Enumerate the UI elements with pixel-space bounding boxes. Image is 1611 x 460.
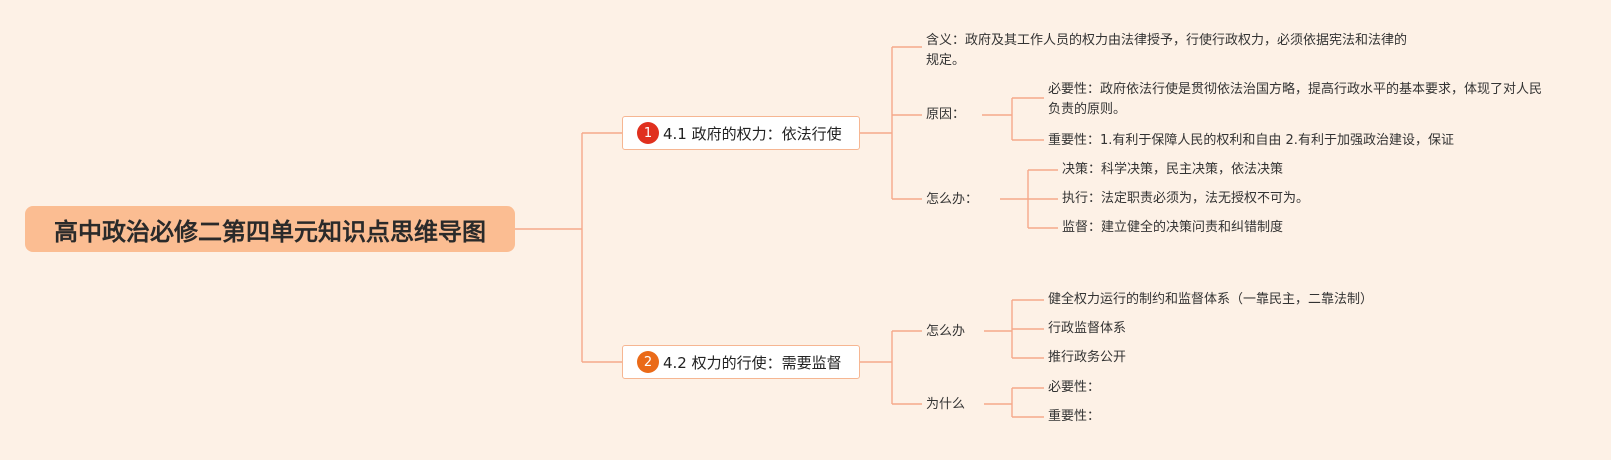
branch-4-2[interactable]: 2 4.2 权力的行使：需要监督 <box>622 345 860 379</box>
how-1-item-supervision[interactable]: 监督：建立健全的决策问责和纠错制度 <box>1062 220 1284 235</box>
priority-1-icon: 1 <box>637 122 659 144</box>
branch-4-1[interactable]: 1 4.1 政府的权力：依法行使 <box>622 116 860 150</box>
reason-importance[interactable]: 重要性：1.有利于保障人民的权利和自由 2.有利于加强政治建设，保证 <box>1048 133 1454 148</box>
priority-2-icon: 2 <box>637 351 659 373</box>
how-node-1[interactable]: 怎么办： <box>926 192 979 207</box>
why-item-necessity[interactable]: 必要性： <box>1048 380 1101 395</box>
reason-necessity[interactable]: 必要性：政府依法行使是贯彻依法治国方略，提高行政水平的基本要求，体现了对人民负责… <box>1048 82 1543 117</box>
reason-node[interactable]: 原因： <box>926 107 966 122</box>
branch-4-2-label: 4.2 权力的行使：需要监督 <box>663 353 842 372</box>
how-node-2[interactable]: 怎么办 <box>926 324 966 339</box>
why-item-importance[interactable]: 重要性： <box>1048 409 1101 424</box>
how-2-item-open-affairs[interactable]: 推行政务公开 <box>1048 350 1127 365</box>
how-2-item-admin-supervision[interactable]: 行政监督体系 <box>1048 321 1127 336</box>
why-node[interactable]: 为什么 <box>926 397 966 412</box>
meaning-text[interactable]: 含义：政府及其工作人员的权力由法律授予，行使行政权力，必须依据宪法和法律的规定。 <box>926 33 1408 68</box>
how-1-item-execution[interactable]: 执行：法定职责必须为，法无授权不可为。 <box>1062 191 1310 206</box>
root-title: 高中政治必修二第四单元知识点思维导图 <box>54 217 486 246</box>
root-topic[interactable]: 高中政治必修二第四单元知识点思维导图 <box>25 206 515 252</box>
how-2-item-system[interactable]: 健全权力运行的制约和监督体系（一靠民主，二靠法制） <box>1048 292 1374 307</box>
how-1-item-decision[interactable]: 决策：科学决策，民主决策，依法决策 <box>1062 162 1284 177</box>
branch-4-1-label: 4.1 政府的权力：依法行使 <box>663 124 842 143</box>
